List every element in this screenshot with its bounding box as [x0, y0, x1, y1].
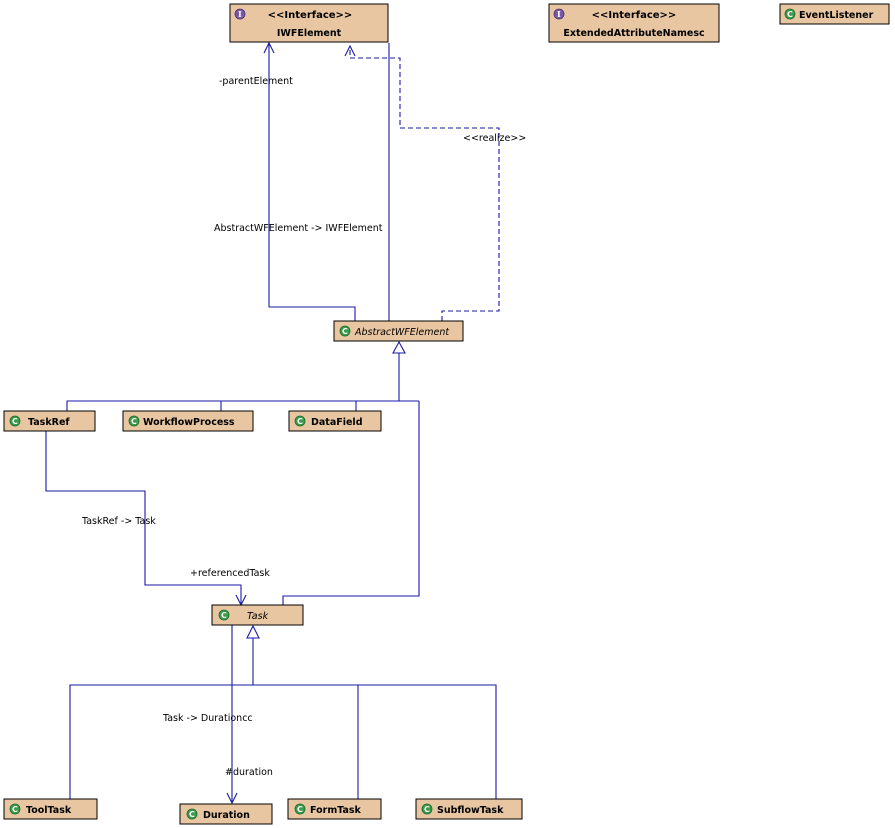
- node-iwfelement[interactable]: I <<Interface>> IWFElement: [229, 3, 389, 43]
- label-referenced-task: +referencedTask: [190, 568, 270, 579]
- class-icon: C: [218, 609, 230, 621]
- node-name: ExtendedAttributeNamesc: [563, 28, 704, 39]
- svg-text:I: I: [238, 9, 242, 19]
- node-name: FormTask: [310, 805, 362, 816]
- svg-text:C: C: [297, 805, 303, 814]
- node-datafield[interactable]: C DataField: [288, 410, 382, 432]
- svg-text:C: C: [131, 417, 137, 426]
- node-taskref[interactable]: C TaskRef: [3, 410, 96, 432]
- node-subflowtask[interactable]: C SubflowTask: [415, 798, 523, 820]
- node-abstractwfelement[interactable]: C AbstractWFElement: [333, 320, 464, 342]
- edge-realize: [344, 44, 500, 321]
- label-abstract-to-iwf: AbstractWFElement -> IWFElement: [214, 223, 383, 234]
- label-taskref-to-task: TaskRef -> Task: [81, 516, 156, 527]
- node-name: SubflowTask: [437, 805, 504, 816]
- svg-text:C: C: [12, 805, 18, 814]
- svg-text:C: C: [342, 327, 348, 336]
- interface-icon: I: [553, 8, 565, 20]
- svg-text:C: C: [297, 417, 303, 426]
- node-name: Task: [247, 611, 269, 622]
- class-icon: C: [421, 803, 433, 815]
- node-name: Duration: [203, 810, 250, 821]
- node-stereotype: <<Interface>>: [592, 10, 677, 21]
- node-duration[interactable]: C Duration: [179, 803, 273, 825]
- node-name: TaskRef: [28, 417, 70, 428]
- node-tooltask[interactable]: C ToolTask: [3, 798, 98, 820]
- svg-text:C: C: [221, 611, 227, 620]
- svg-text:C: C: [189, 810, 195, 819]
- class-icon: C: [9, 803, 21, 815]
- class-icon: C: [784, 8, 796, 20]
- edge-parent-element: [263, 41, 356, 321]
- node-formtask[interactable]: C FormTask: [287, 798, 382, 820]
- class-icon: C: [128, 415, 140, 427]
- node-name: AbstractWFElement: [354, 327, 450, 338]
- node-eventlistener[interactable]: C EventListener: [779, 3, 890, 25]
- node-name: DataField: [311, 417, 363, 428]
- svg-text:C: C: [787, 10, 793, 19]
- class-icon: C: [9, 415, 21, 427]
- class-icon: C: [294, 415, 306, 427]
- node-stereotype: <<Interface>>: [268, 10, 353, 21]
- label-task-to-duration: Task -> Durationcc: [162, 713, 253, 724]
- node-extended-attribute-names[interactable]: I <<Interface>> ExtendedAttributeNamesc: [548, 3, 720, 43]
- node-task[interactable]: C Task: [211, 604, 304, 626]
- edge-generalization-abstract: [66, 340, 420, 605]
- label-realize: <<realize>>: [463, 133, 526, 144]
- svg-text:I: I: [557, 9, 561, 19]
- node-name: IWFElement: [277, 28, 342, 39]
- svg-text:C: C: [424, 805, 430, 814]
- edge-task-to-duration: [226, 625, 238, 805]
- node-workflowprocess[interactable]: C WorkflowProcess: [122, 410, 254, 432]
- class-icon: C: [339, 325, 351, 337]
- edge-generalization-task: [69, 624, 497, 799]
- svg-text:C: C: [12, 417, 18, 426]
- class-icon: C: [294, 803, 306, 815]
- node-name: WorkflowProcess: [143, 417, 235, 428]
- label-duration-role: #duration: [225, 767, 273, 778]
- interface-icon: I: [234, 8, 246, 20]
- node-name: ToolTask: [26, 805, 72, 816]
- class-icon: C: [186, 808, 198, 820]
- node-name: EventListener: [799, 10, 874, 21]
- label-parent-element: -parentElement: [219, 76, 293, 87]
